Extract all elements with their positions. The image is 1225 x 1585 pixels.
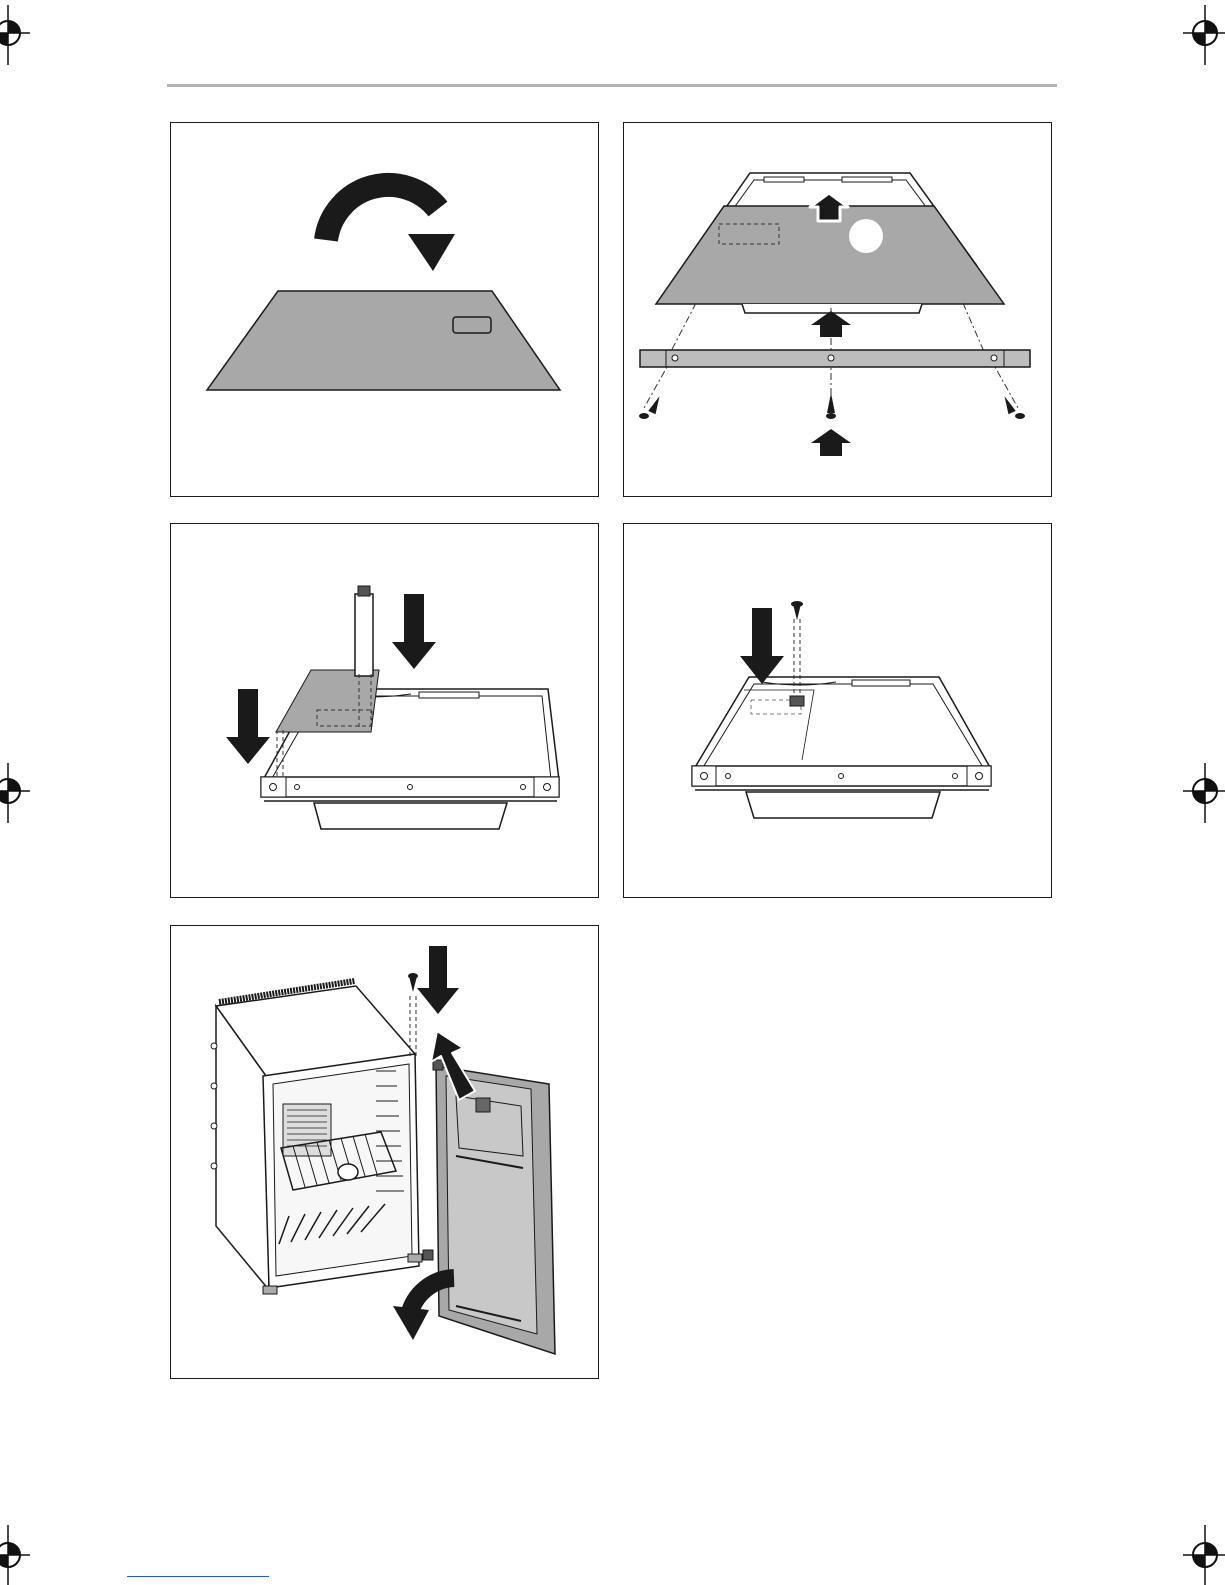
mount-bottom-rail-illustration (624, 123, 1053, 498)
footer-link-line (127, 1576, 269, 1577)
arrow-icon (226, 689, 270, 764)
figure-5 (170, 925, 599, 1379)
figure-4 (623, 523, 1052, 898)
crosshair-icon (0, 5, 50, 65)
screw-icon (791, 601, 803, 620)
screw-icon (639, 395, 663, 419)
header-rule (167, 84, 1057, 87)
crosshair-icon (1183, 1525, 1225, 1585)
screw-clamp-illustration (624, 524, 1053, 899)
figure-1 (170, 122, 599, 497)
crosshair-icon (0, 1525, 50, 1585)
screw-icon (408, 973, 418, 992)
arrow-icon (392, 594, 436, 669)
flip-panel-illustration (171, 123, 600, 498)
screw-icon (826, 393, 836, 419)
crosshair-icon (0, 763, 50, 823)
arrow-icon (740, 608, 784, 684)
registration-mark-top-right (1183, 5, 1225, 65)
registration-mark-top-left (0, 5, 50, 65)
registration-mark-bottom-left (0, 1525, 50, 1585)
registration-mark-mid-right (1183, 763, 1225, 823)
insert-panel-illustration (171, 524, 600, 899)
registration-mark-mid-left (0, 763, 50, 823)
rotate-arrow-icon (326, 185, 455, 271)
crosshair-icon (1183, 763, 1225, 823)
arrow-icon (811, 429, 851, 456)
registration-mark-bottom-right (1183, 1525, 1225, 1585)
arrow-icon (811, 311, 851, 337)
crosshair-icon (1183, 5, 1225, 65)
figure-3 (170, 523, 599, 898)
arrow-icon (417, 946, 459, 1014)
hang-door-illustration (171, 926, 600, 1380)
figure-2 (623, 122, 1052, 497)
